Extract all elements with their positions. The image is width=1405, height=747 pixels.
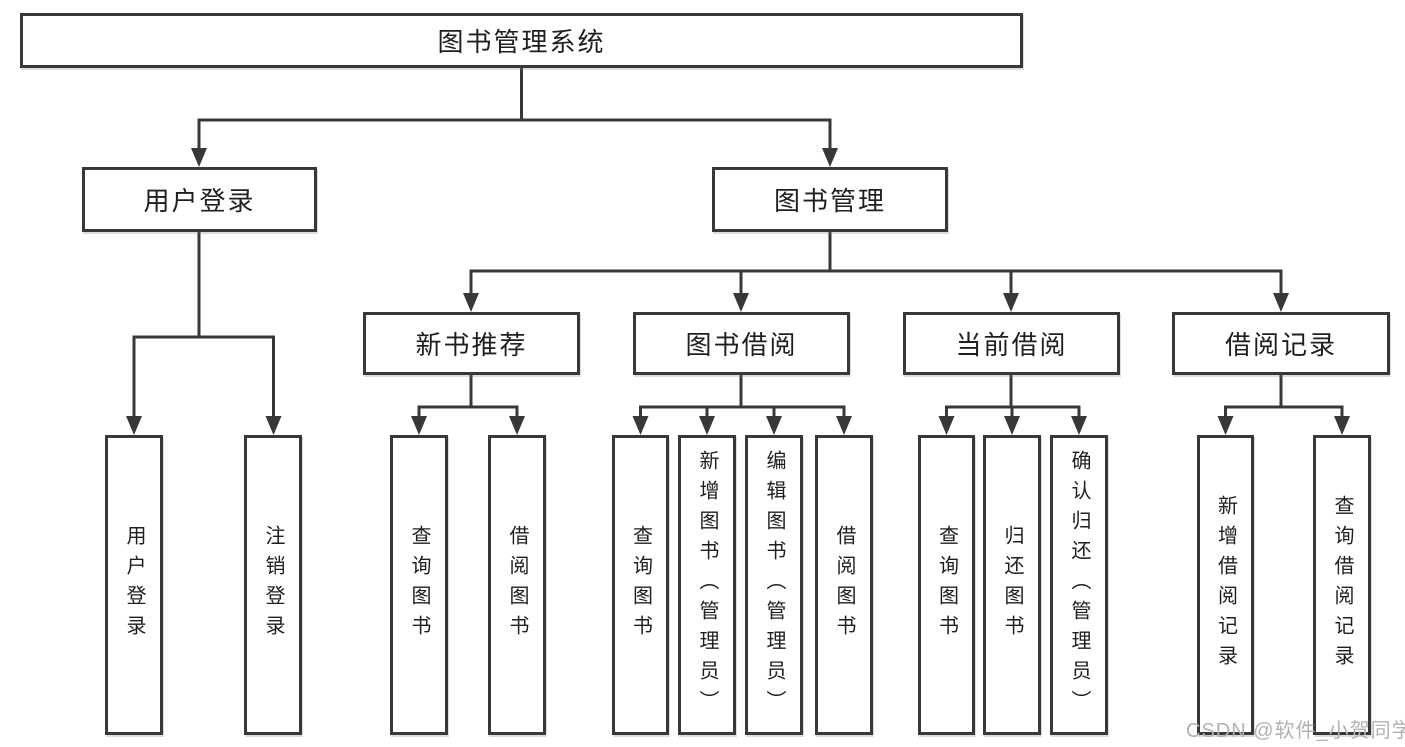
node-book-borrowing-label: 图书借阅 (685, 330, 798, 360)
node-book-borrowing: 图书借阅 (633, 312, 850, 375)
node-leaf-query-books-2: 查询图书 (612, 435, 669, 735)
node-new-book-recommend-label: 新书推荐 (415, 330, 528, 360)
node-leaf-confirm-return-admin-label: 确认归还（管理员） (1068, 450, 1090, 720)
node-leaf-query-books-3: 查询图书 (918, 435, 975, 735)
node-root: 图书管理系统 (20, 13, 1023, 68)
connector-root-to-level2 (197, 68, 832, 153)
node-leaf-borrow-books-1: 借阅图书 (488, 435, 546, 735)
node-leaf-query-borrow-record: 查询借阅记录 (1313, 435, 1371, 735)
node-user-login-label: 用户登录 (143, 186, 256, 216)
connector-bookmgmt-to-level3 (469, 232, 1283, 298)
node-leaf-query-books-1: 查询图书 (390, 435, 448, 735)
node-leaf-borrow-books-2-label: 借阅图书 (833, 525, 855, 645)
node-leaf-add-book-admin: 新增图书（管理员） (678, 435, 736, 735)
connector-newbook-group (417, 375, 519, 421)
node-leaf-edit-book-admin: 编辑图书（管理员） (745, 435, 803, 735)
node-leaf-query-books-1-label: 查询图书 (408, 525, 430, 645)
node-leaf-query-books-2-label: 查询图书 (629, 525, 652, 645)
node-leaf-edit-book-admin-label: 编辑图书（管理员） (763, 450, 785, 720)
node-book-management-label: 图书管理 (773, 186, 886, 216)
node-leaf-add-book-admin-label: 新增图书（管理员） (696, 450, 718, 720)
node-leaf-query-books-3-label: 查询图书 (935, 525, 958, 645)
node-leaf-logout: 注销登录 (244, 435, 302, 735)
node-leaf-return-books-label: 归还图书 (1001, 525, 1023, 645)
node-leaf-add-borrow-record: 新增借阅记录 (1197, 435, 1254, 735)
node-book-management: 图书管理 (712, 167, 948, 232)
node-user-login: 用户登录 (82, 167, 317, 232)
connector-records-group (1224, 375, 1344, 421)
csdn-watermark: CSDN @软件_小贺同学 (1186, 720, 1405, 742)
node-current-borrowing-label: 当前借阅 (955, 330, 1068, 360)
node-leaf-borrow-books-2: 借阅图书 (815, 435, 873, 735)
node-leaf-add-borrow-record-label: 新增借阅记录 (1214, 495, 1237, 675)
node-leaf-user-login-label: 用户登录 (123, 525, 145, 645)
node-current-borrowing: 当前借阅 (903, 312, 1120, 375)
node-borrowing-records-label: 借阅记录 (1224, 330, 1337, 360)
node-leaf-borrow-books-1-label: 借阅图书 (506, 525, 528, 645)
node-borrowing-records: 借阅记录 (1172, 312, 1390, 375)
connector-userlogin-to-leaves (132, 232, 275, 421)
node-root-label: 图书管理系统 (437, 27, 606, 57)
node-leaf-confirm-return-admin: 确认归还（管理员） (1050, 435, 1108, 735)
connector-currentborrow-group (945, 375, 1081, 421)
node-leaf-logout-label: 注销登录 (262, 525, 284, 645)
node-leaf-return-books: 归还图书 (983, 435, 1041, 735)
connector-bookborrow-group (639, 375, 846, 421)
node-leaf-user-login: 用户登录 (105, 435, 163, 735)
arrowheads (126, 148, 1350, 435)
node-new-book-recommend: 新书推荐 (363, 312, 580, 375)
node-leaf-query-borrow-record-label: 查询借阅记录 (1331, 495, 1353, 675)
